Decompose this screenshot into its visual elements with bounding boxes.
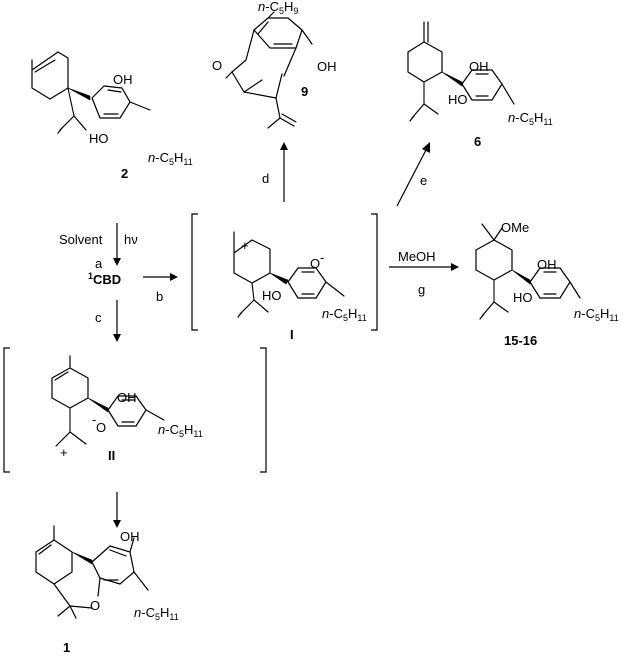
arrow-a-head xyxy=(113,258,121,266)
o-minus-label-II: O xyxy=(96,420,106,435)
ome-label-compound-15-16: OMe xyxy=(501,220,529,235)
condition-a: a xyxy=(95,256,103,271)
o-minus-charge-I: - xyxy=(320,250,324,265)
o-label-compound-1: O xyxy=(90,598,100,613)
structure-compound-2 xyxy=(31,51,151,134)
intermediate-label-II: II xyxy=(108,448,115,463)
pentyl-label-compound-6: n-C5H11 xyxy=(508,110,553,127)
intermediate-label-I: I xyxy=(290,327,294,342)
arrow-g-head xyxy=(451,263,459,271)
ho-label-compound-15-16: HO xyxy=(513,290,533,305)
pentyl-label-compound-15-16: n-C5H11 xyxy=(574,306,619,323)
oh-label-compound-2: OH xyxy=(113,72,133,87)
o-label-compound-9: O xyxy=(212,58,222,73)
condition-g: g xyxy=(418,282,425,297)
compound-label-15-16: 15-16 xyxy=(504,333,537,348)
bracket-right-intermediate-I xyxy=(371,213,378,331)
singlet-cbd-label: 1CBD xyxy=(88,271,121,287)
compound-label-9: 9 xyxy=(301,84,308,99)
structure-compound-9 xyxy=(225,11,313,129)
condition-hv: hν xyxy=(124,232,138,247)
condition-solvent: Solvent xyxy=(59,232,103,247)
compound-label-6: 6 xyxy=(474,134,481,149)
condition-c: c xyxy=(95,310,102,325)
bracket-left-intermediate-I xyxy=(191,213,198,331)
pentyl-label-II: n-C5H11 xyxy=(158,422,203,439)
oh-label-II: OH xyxy=(117,390,137,405)
structure-intermediate-I xyxy=(233,231,345,318)
condition-d: d xyxy=(262,171,269,186)
carbocation-plus-I: + xyxy=(241,238,249,253)
ho-label-compound-2: HO xyxy=(89,131,109,146)
structure-compound-15-16 xyxy=(475,223,581,320)
pentyl-label-compound-1: n-C5H11 xyxy=(134,605,179,622)
compound-label-1: 1 xyxy=(63,640,70,655)
structure-compound-6 xyxy=(407,21,515,122)
pentyl-label-compound-2: n-C5H11 xyxy=(148,150,193,167)
oh-label-compound-1: OH xyxy=(120,529,140,544)
structure-intermediate-II xyxy=(51,355,165,447)
condition-meoh: MeOH xyxy=(398,249,436,264)
ho-label-I: HO xyxy=(262,288,282,303)
arrow-II-to-1-head xyxy=(113,520,121,528)
bracket-right-intermediate-II xyxy=(260,347,267,473)
condition-e: e xyxy=(420,173,427,188)
o-minus-label-I: O xyxy=(310,256,320,271)
arrow-c-head xyxy=(113,334,121,342)
arrow-b-head xyxy=(170,273,178,281)
arrow-e xyxy=(396,147,428,207)
oh-label-compound-6: OH xyxy=(469,59,489,74)
pentenyl-label-compound-9: n-C5H9 xyxy=(258,0,298,16)
structure-compound-1 xyxy=(35,525,149,619)
arrow-e-head xyxy=(422,142,430,153)
oh-label-compound-15-16: OH xyxy=(537,257,557,272)
ho-label-compound-6: HO xyxy=(448,92,468,107)
oh-label-compound-9: OH xyxy=(317,59,337,74)
arrow-d-head xyxy=(280,142,288,150)
condition-b: b xyxy=(156,289,163,304)
compound-label-2: 2 xyxy=(121,166,128,181)
bracket-left-intermediate-II xyxy=(3,347,10,473)
o-minus-charge-II: - xyxy=(92,412,96,427)
pentyl-label-I: n-C5H11 xyxy=(322,306,367,323)
carbocation-plus-II: + xyxy=(60,445,68,460)
